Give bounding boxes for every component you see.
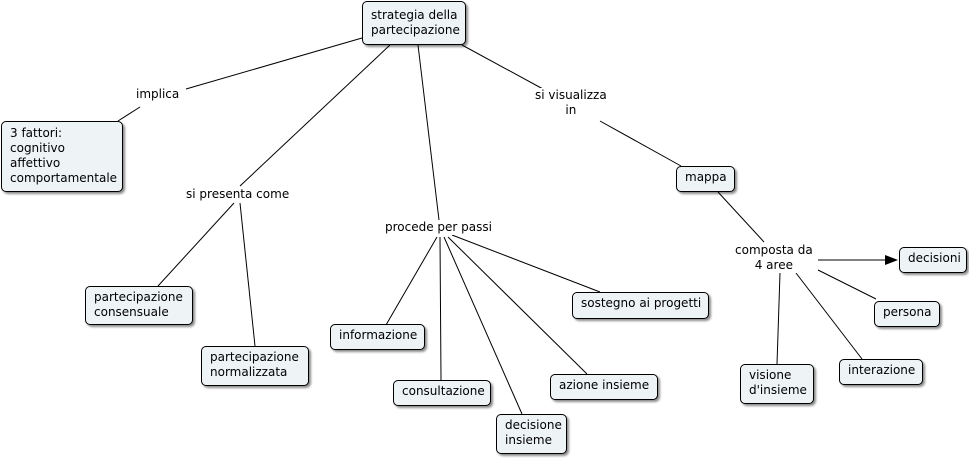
concept-interazione[interactable]: interazione <box>839 359 923 385</box>
concept-consultazione[interactable]: consultazione <box>393 380 491 406</box>
line-strategia-implica <box>185 37 363 90</box>
line-strategia-presenta <box>239 44 391 187</box>
concept-partecipazione-normalizzata[interactable]: partecipazione normalizzata <box>201 346 309 386</box>
concept-visione-d-insieme[interactable]: visione d'insieme <box>740 364 814 404</box>
concept-sostegno-ai-progetti[interactable]: sostegno ai progetti <box>572 292 709 319</box>
concept-strategia-della-partecipazione[interactable]: strategia della partecipazione <box>362 1 466 45</box>
line-procede-sostegno <box>451 234 601 293</box>
line-presenta-consensuale <box>157 202 235 287</box>
concept-persona[interactable]: persona <box>874 301 940 327</box>
link-si-presenta-come[interactable]: si presenta come <box>184 187 292 202</box>
concept-mappa[interactable]: mappa <box>676 166 735 192</box>
concept-partecipazione-consensuale[interactable]: partecipazione consensuale <box>85 286 193 325</box>
line-procede-azione <box>447 236 588 375</box>
line-mappa-composta <box>717 191 765 243</box>
line-visualizza-mappa <box>599 120 682 167</box>
line-procede-decisione <box>443 236 523 415</box>
link-procede-per-passi[interactable]: procede per passi <box>383 220 494 235</box>
line-composta-interazione <box>795 272 863 360</box>
line-implica-fattori <box>117 106 141 122</box>
link-si-visualizza-in[interactable]: si visualizza in <box>533 88 609 118</box>
concept-azione-insieme[interactable]: azione insieme <box>550 374 658 400</box>
concept-3-fattori[interactable]: 3 fattori: cognitivo affettivo comportam… <box>1 121 123 192</box>
link-implica[interactable]: implica <box>134 87 182 102</box>
concept-informazione[interactable]: informazione <box>330 324 425 350</box>
line-strategia-visualizza <box>461 44 544 90</box>
arrowhead-decisioni <box>885 255 898 265</box>
line-strategia-procede <box>417 44 440 221</box>
line-composta-persona <box>817 269 877 300</box>
concept-decisione-insieme[interactable]: decisione insieme <box>496 414 567 454</box>
line-procede-consultazione <box>439 236 442 381</box>
line-procede-informazione <box>385 236 438 326</box>
link-composta-da[interactable]: composta da 4 aree <box>733 243 815 273</box>
line-presenta-normalizzata <box>239 202 256 347</box>
line-composta-visione <box>776 272 781 365</box>
concept-decisioni[interactable]: decisioni <box>899 247 967 273</box>
